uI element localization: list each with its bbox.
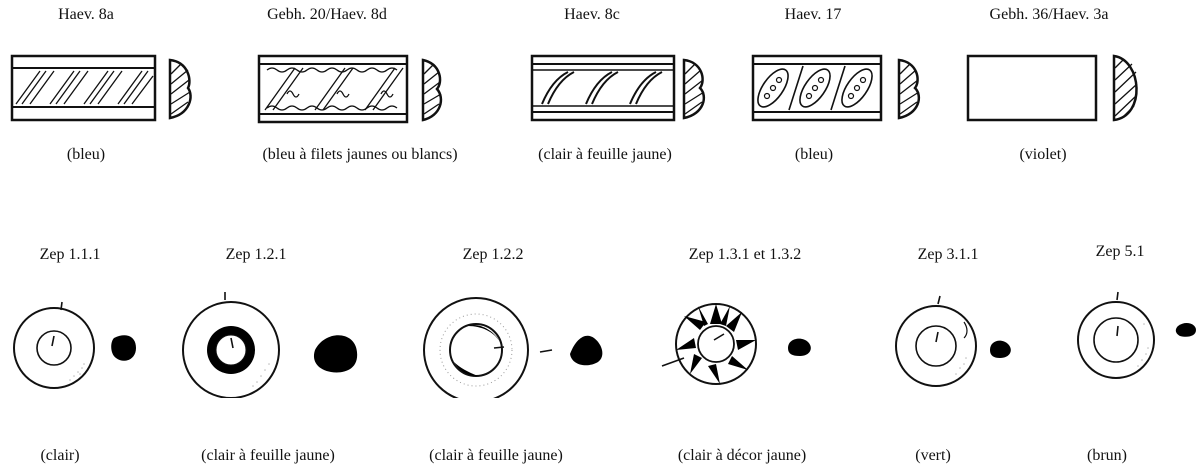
type-label-zep311: Zep 3.1.1 xyxy=(917,246,979,263)
color-label-zep311: (vert) xyxy=(915,447,951,464)
bead-zep122-drawing xyxy=(423,297,603,398)
color-label-zep121: (clair à feuille jaune) xyxy=(201,447,335,464)
bead-zep121-drawing xyxy=(182,292,358,398)
color-label-haev17: (bleu) xyxy=(794,146,834,163)
type-label-zep121: Zep 1.2.1 xyxy=(225,246,287,263)
bead-zep131-drawing xyxy=(661,303,811,385)
type-label-haev8a: Haev. 8a xyxy=(58,6,114,23)
bead-gebh36-drawing xyxy=(966,54,1138,122)
bead-zep311-drawing xyxy=(895,295,1011,387)
bead-zep51-drawing xyxy=(1077,291,1196,379)
color-label-zep131: (clair à décor jaune) xyxy=(677,447,807,464)
color-label-zep111: (clair) xyxy=(40,447,80,464)
type-label-haev8c: Haev. 8c xyxy=(564,6,620,23)
type-label-haev17: Haev. 17 xyxy=(784,6,842,23)
bead-zep111-drawing xyxy=(13,301,136,389)
type-label-zep111: Zep 1.1.1 xyxy=(39,246,101,263)
color-label-haev8c: (clair à feuille jaune) xyxy=(538,146,672,163)
color-label-zep51: (brun) xyxy=(1087,447,1127,464)
bead-haev8c-drawing xyxy=(530,54,705,122)
type-label-zep51: Zep 5.1 xyxy=(1095,243,1145,260)
color-label-gebh36: (violet) xyxy=(1019,146,1067,163)
type-label-zep131: Zep 1.3.1 et 1.3.2 xyxy=(688,246,802,263)
color-label-haev8a: (bleu) xyxy=(66,146,106,163)
bead-haev17-drawing xyxy=(751,54,920,122)
color-label-gebh20: (bleu à filets jaunes ou blancs) xyxy=(262,146,458,163)
color-label-zep122: (clair à feuille jaune) xyxy=(429,447,563,464)
type-label-zep122: Zep 1.2.2 xyxy=(462,246,524,263)
bead-haev8a-drawing xyxy=(10,54,192,122)
bead-gebh20-drawing xyxy=(257,54,443,124)
type-label-gebh20: Gebh. 20/Haev. 8d xyxy=(267,6,387,23)
type-label-gebh36: Gebh. 36/Haev. 3a xyxy=(989,6,1109,23)
